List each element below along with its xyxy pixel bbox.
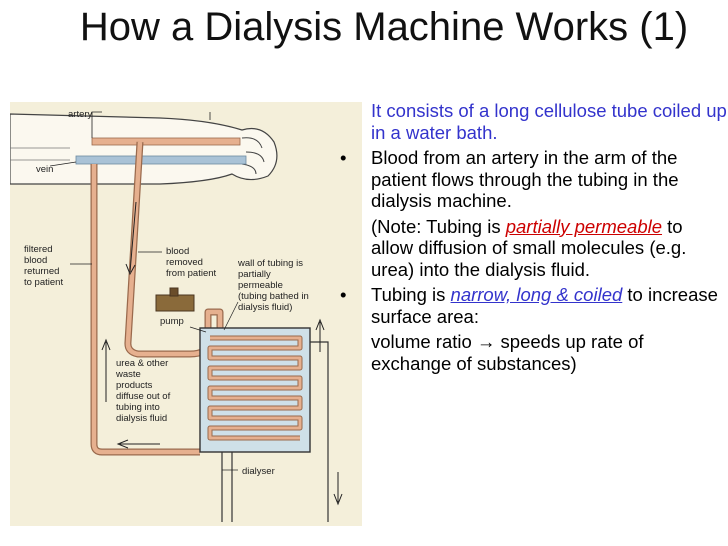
label-filtered: returned [24,266,59,277]
bullet-tubing-shape: • Tubing is narrow, long & coiled to inc… [336,284,728,327]
coiled-tubing-fill [208,336,302,440]
slide-title: How a Dialysis Machine Works (1) [79,5,689,49]
label-pump: pump [160,316,184,327]
vein-pointer [49,161,77,167]
label-filtered: blood [24,255,47,266]
artery-pointer [91,111,102,138]
arrow-head [333,493,343,506]
arrow-head [116,439,129,449]
label-urea: urea & other [116,358,168,369]
pump-pointer [189,326,207,333]
vein-band [75,155,247,165]
label-urea: tubing into [116,402,160,413]
fluid-pipe-in [310,341,329,522]
arrow-head [101,338,111,351]
arm-shape [10,113,278,185]
blood-return-tube-fill [91,164,200,455]
label-dialyser: dialyser [242,466,275,477]
paragraph-text: to allow diffusion of small molecules (e… [371,215,687,280]
bullet-list: It consists of a long cellulose tube coi… [336,100,728,378]
dialysis-diagram-svg: artery vein filtered blood returned to p… [10,102,362,526]
bullet-blood-flow: • Blood from an artery in the arm of the… [336,147,728,212]
artery-tube [91,137,241,146]
label-wall: permeable [238,280,283,291]
pump-knob [169,287,179,297]
label-urea: dialysis fluid [116,413,167,424]
paragraph-text: (Note: Tubing is [371,215,506,237]
paragraph-text: Tubing is [371,284,451,305]
arrow-head [315,318,325,331]
label-wall: wall of tubing is [237,258,303,269]
label-blood: removed [166,257,203,268]
arrow-down [129,201,137,273]
label-wall: partially [238,269,271,280]
pump-box [155,294,195,312]
label-vein: vein [36,164,53,175]
emphasis-partially-permeable: partially permeable [505,215,663,237]
label-artery: artery [68,109,93,120]
label-urea: waste [115,369,141,380]
paragraph-text: Blood from an artery in the arm of the p… [371,147,679,211]
paragraph-volume-ratio: volume ratio → speeds up rate of exchang… [336,331,728,374]
paragraph-cellulose-tube: It consists of a long cellulose tube coi… [336,100,728,143]
emphasis-narrow-long-coiled: narrow, long & coiled [450,284,623,305]
label-urea: products [116,380,153,391]
label-blood: blood [166,246,189,257]
label-wall: (tubing bathed in [238,291,309,302]
label-urea: diffuse out of [116,391,171,402]
dialysis-diagram: artery vein filtered blood returned to p… [10,102,362,526]
bullet-marker: • [340,284,347,305]
bullet-marker: • [340,147,347,168]
paragraph-text: to increase surface area: [371,284,718,327]
paragraph-note-permeable: (Note: Tubing is partially permeable to … [336,216,728,281]
paragraph-text: It consists of a long cellulose tube coi… [371,100,727,143]
label-wall: dialysis fluid) [238,302,292,313]
wall-pointer [223,301,239,331]
label-filtered: filtered [24,244,53,255]
label-blood: from patient [166,268,217,279]
arrow-head [125,263,136,276]
paragraph-text: volume ratio → speeds up rate of exchang… [371,331,644,374]
label-filtered: to patient [24,277,63,288]
